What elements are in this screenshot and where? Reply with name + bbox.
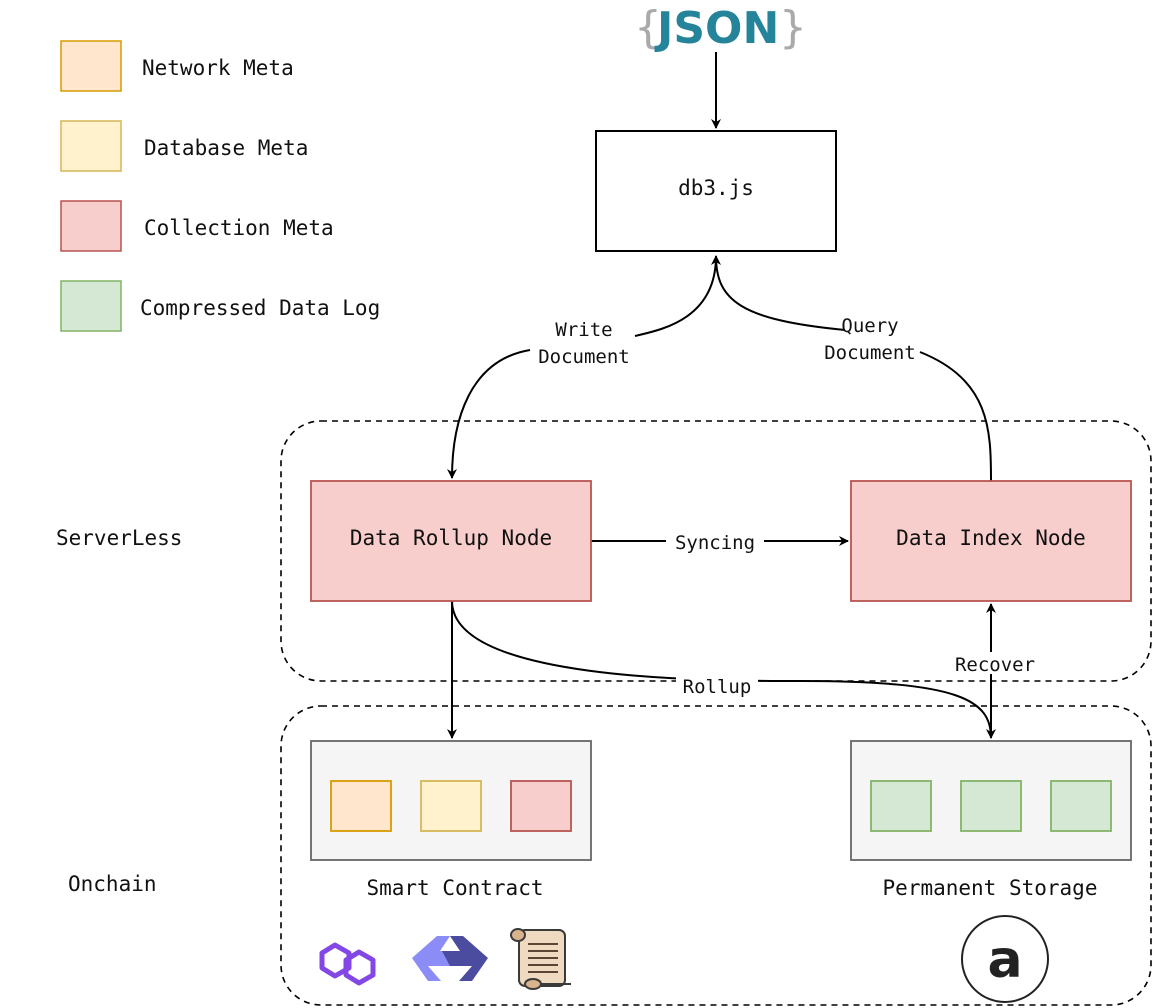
json-right-brace: }	[779, 2, 807, 53]
database-meta-block	[420, 780, 482, 832]
collection-meta-block	[510, 780, 572, 832]
arweave-logo-icon: a	[961, 915, 1049, 1003]
legend-label-network: Network Meta	[142, 56, 294, 80]
db3js-node	[595, 130, 837, 252]
arweave-letter: a	[987, 930, 1022, 990]
legend: Network Meta Database Meta Collection Me…	[60, 40, 380, 332]
edge-label-write-1: Write	[555, 319, 612, 341]
edge-label-rollup: Rollup	[683, 676, 752, 698]
edge-label-query-2: Document	[824, 342, 916, 364]
data-rollup-node	[310, 480, 592, 602]
smart-contract-label: Smart Contract	[366, 876, 543, 900]
scroll-logo-icon	[510, 928, 571, 990]
edge-label-syncing: Syncing	[675, 532, 755, 554]
legend-label-collection: Collection Meta	[144, 216, 334, 240]
onchain-zone	[280, 705, 1152, 1006]
edge-query-document	[715, 255, 992, 482]
network-meta-block	[330, 780, 392, 832]
edge-label-query-1: Query	[841, 315, 898, 337]
zone-label-onchain: Onchain	[68, 872, 157, 896]
polygon-logo-icon	[319, 942, 376, 986]
compressed-log-block	[960, 780, 1022, 832]
arbitrum-logo-icon	[412, 936, 488, 981]
edge-write-document	[452, 256, 716, 478]
edge-label-recover: Recover	[955, 654, 1035, 676]
data-index-node-label: Data Index Node	[896, 526, 1086, 550]
edge-rollup-to-storage	[451, 600, 996, 739]
legend-label-compressed: Compressed Data Log	[140, 296, 380, 320]
data-index-node	[850, 480, 1132, 602]
data-rollup-node-label: Data Rollup Node	[350, 526, 552, 550]
legend-label-database: Database Meta	[144, 136, 308, 160]
db3js-label: db3.js	[678, 176, 754, 200]
json-logo-text: JSON	[654, 3, 779, 54]
edge-label-write-2: Document	[538, 346, 630, 368]
compressed-log-block	[870, 780, 932, 832]
zone-label-serverless: ServerLess	[56, 526, 182, 550]
json-logo: { JSON }	[634, 2, 807, 54]
permanent-storage-label: Permanent Storage	[883, 876, 1098, 900]
legend-swatch-collection	[60, 200, 122, 252]
legend-swatch-compressed	[60, 280, 122, 332]
compressed-log-block	[1050, 780, 1112, 832]
legend-swatch-database	[60, 120, 122, 172]
json-left-brace: {	[634, 2, 662, 53]
legend-swatch-network	[60, 40, 122, 92]
